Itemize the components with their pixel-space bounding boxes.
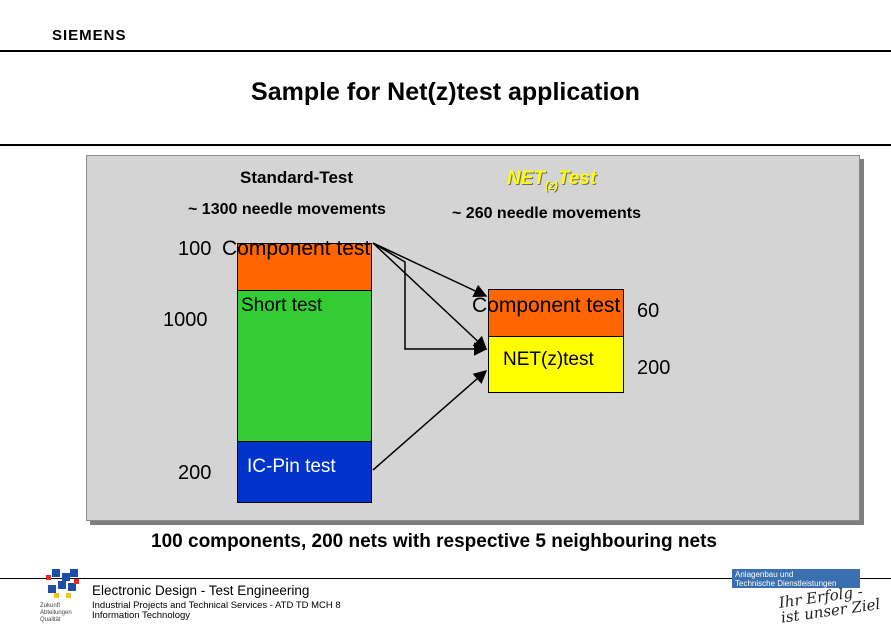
ic-pin-test-bar <box>237 441 372 503</box>
netz-test-heading: NET(z)Test <box>507 168 596 192</box>
standard-test-heading: Standard-Test <box>240 168 354 187</box>
left-component-label: Component test <box>222 237 371 260</box>
netz-heading-sub: (z) <box>545 179 558 192</box>
left-component-count: 100 <box>178 238 212 260</box>
footer-line-3: Information Technology <box>92 610 191 621</box>
right-component-label: Component test <box>472 294 621 317</box>
right-netz-count: 200 <box>637 357 671 379</box>
arrow-component-to-component <box>372 242 488 298</box>
badge-line-1: Anlagenbau und <box>735 570 794 579</box>
footer-divider <box>0 578 891 579</box>
header-divider <box>0 50 891 52</box>
right-component-count: 60 <box>637 300 660 322</box>
arrow-icpin-to-netz <box>372 370 488 471</box>
arrow-short-to-netz <box>372 242 488 356</box>
title-divider <box>0 144 891 146</box>
netz-test-bar <box>488 336 624 393</box>
left-icpin-label: IC-Pin test <box>247 456 336 477</box>
netz-heading-main: NET <box>507 168 545 189</box>
small-logo-line-3: Qualität <box>40 617 61 623</box>
short-test-bar <box>237 290 372 442</box>
slide-title: Sample for Net(z)test application <box>251 78 640 106</box>
standard-test-movements: ~ 1300 needle movements <box>188 201 386 218</box>
right-netz-label: NET(z)test <box>503 349 594 370</box>
small-logo-line-1: Zukunft <box>40 603 60 609</box>
arrow-component-to-netz <box>372 242 488 351</box>
small-logo-line-2: Abteilungen <box>40 610 72 616</box>
netz-test-movements: ~ 260 needle movements <box>452 205 641 222</box>
left-short-count: 1000 <box>163 309 208 331</box>
component-test-bar <box>237 243 372 291</box>
footer-line-2: Industrial Projects and Technical Servic… <box>92 600 341 611</box>
footer-puzzle-logo: Zukunft Abteilungen Qualität <box>40 569 79 623</box>
footer-line-1: Electronic Design - Test Engineering <box>92 583 310 598</box>
siemens-logo: SIEMENS <box>52 27 127 44</box>
badge-line-2: Technische Dienstleistungen <box>735 579 837 588</box>
netz-heading-tail: Test <box>557 168 597 189</box>
left-short-label: Short test <box>241 295 323 316</box>
left-icpin-count: 200 <box>178 462 212 484</box>
caption-text: 100 components, 200 nets with respective… <box>151 531 717 552</box>
footer-badge: Anlagenbau und Technische Dienstleistung… <box>732 569 860 588</box>
